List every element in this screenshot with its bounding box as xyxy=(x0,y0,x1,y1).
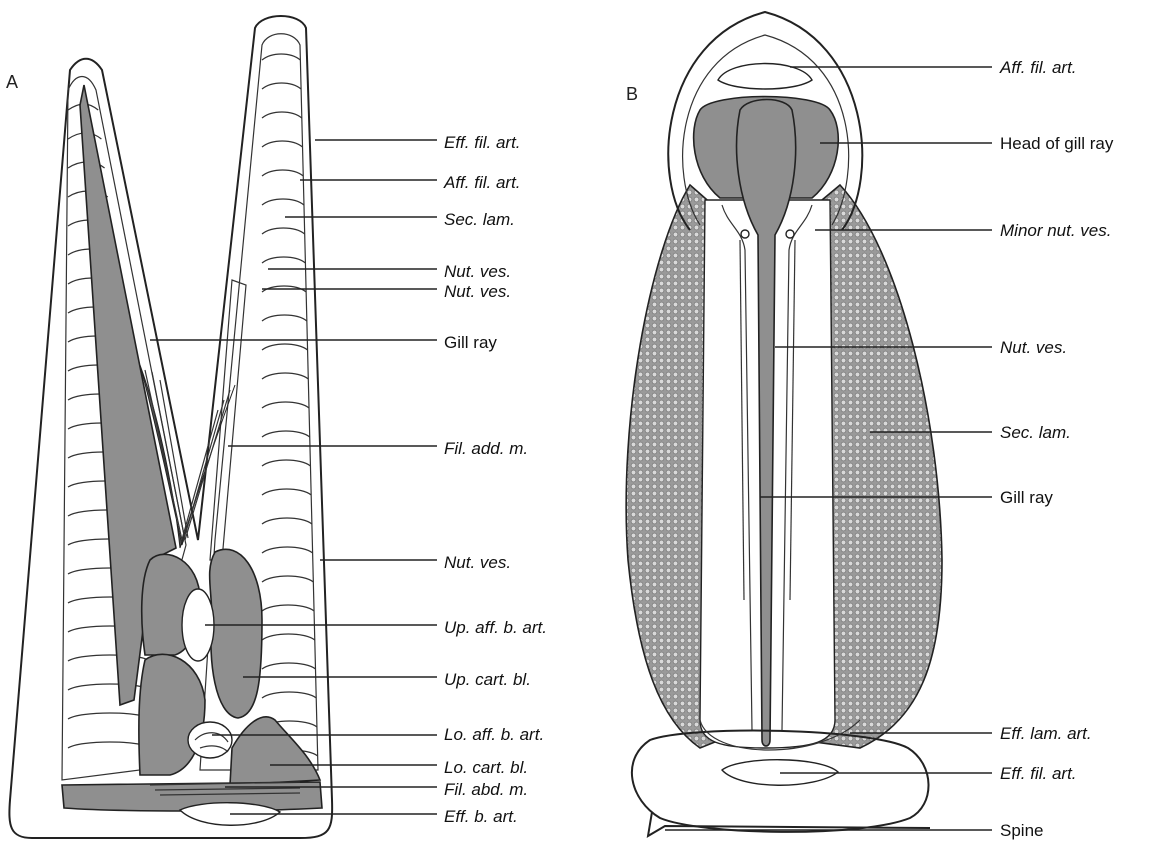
panel-b-label: Spine xyxy=(1000,821,1043,840)
panel-letter-b: B xyxy=(626,84,638,104)
panel-a-label: Fil. add. m. xyxy=(444,439,528,458)
lower-cartilage-left xyxy=(139,654,205,775)
lamella-line xyxy=(262,83,301,89)
panel-b-label: Nut. ves. xyxy=(1000,338,1067,357)
lamella-line xyxy=(262,344,308,350)
minor-nutrient-vessel-left xyxy=(741,230,749,238)
panel-b-label: Minor nut. ves. xyxy=(1000,221,1112,240)
panel-b-label: Eff. lam. art. xyxy=(1000,724,1092,743)
panel-a-label: Sec. lam. xyxy=(444,210,515,229)
panel-a-label: Fil. abd. m. xyxy=(444,780,528,799)
lamella-line xyxy=(262,692,316,698)
lamella-line xyxy=(262,170,303,176)
lamella-line xyxy=(68,742,150,748)
lamella-line xyxy=(262,402,309,408)
lamella-line xyxy=(262,373,308,379)
panel-a-label: Eff. fil. art. xyxy=(444,133,521,152)
panel-a-label: Nut. ves. xyxy=(444,262,511,281)
lamella-line xyxy=(262,228,305,234)
upper-cartilage-block xyxy=(210,549,262,718)
lower-afferent-branchial-artery xyxy=(188,722,232,758)
lamella-line xyxy=(262,460,311,466)
panel-b-drawing xyxy=(626,12,942,836)
lamella-line xyxy=(68,713,150,719)
lamella-line xyxy=(262,663,316,669)
lamella-line xyxy=(262,199,304,205)
panel-a-label: Eff. b. art. xyxy=(444,807,518,826)
panel-a-label: Up. aff. b. art. xyxy=(444,618,547,637)
lamella-line xyxy=(262,112,302,118)
panel-b-label: Sec. lam. xyxy=(1000,423,1071,442)
panel-b-label: Eff. fil. art. xyxy=(1000,764,1077,783)
panel-a-label: Lo. aff. b. art. xyxy=(444,725,544,744)
panel-a-label: Up. cart. bl. xyxy=(444,670,531,689)
lamella-line xyxy=(262,431,310,437)
lamella-line xyxy=(262,605,314,611)
panel-a-label: Nut. ves. xyxy=(444,553,511,572)
lamella-line xyxy=(262,576,313,582)
lamella-line xyxy=(262,489,311,495)
panel-a-label: Lo. cart. bl. xyxy=(444,758,528,777)
lamella-line xyxy=(262,518,312,524)
lamella-line xyxy=(262,54,300,60)
panel-a-label: Nut. ves. xyxy=(444,282,511,301)
panel-a-drawing xyxy=(9,16,332,838)
lamella-line xyxy=(262,141,303,147)
panel-b-label: Head of gill ray xyxy=(1000,134,1114,153)
panel-a-label: Gill ray xyxy=(444,333,497,352)
panel-a-label: Aff. fil. art. xyxy=(443,173,521,192)
lamella-line xyxy=(262,634,315,640)
panel-b-label: Aff. fil. art. xyxy=(999,58,1077,77)
lamella-line xyxy=(262,257,305,263)
lamella-line xyxy=(68,684,150,690)
panel-b-label: Gill ray xyxy=(1000,488,1053,507)
lamella-line xyxy=(262,547,313,553)
minor-nutrient-vessel-right xyxy=(786,230,794,238)
lamella-line xyxy=(262,315,307,321)
panel-letter-a: A xyxy=(6,72,18,92)
